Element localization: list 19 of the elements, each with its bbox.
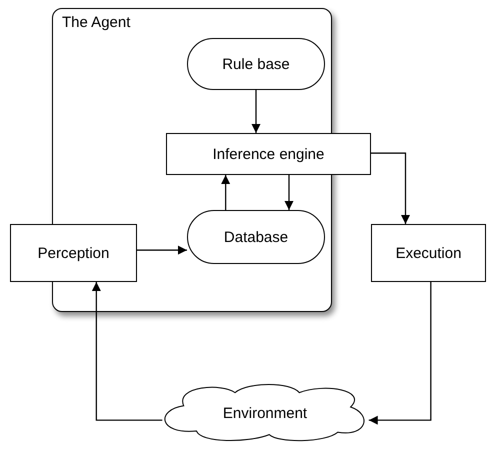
node-label: Perception <box>38 244 110 262</box>
arrow <box>284 175 294 210</box>
rule-base-node <box>187 38 325 90</box>
arrow <box>252 90 260 133</box>
arrow <box>371 152 410 224</box>
process-box <box>371 224 486 282</box>
node-label: Rule base <box>222 56 290 72</box>
arrow <box>368 282 432 425</box>
node-label: Inference engine <box>212 146 324 162</box>
process-box <box>166 133 371 175</box>
arrow <box>137 246 187 255</box>
database-node <box>187 210 325 264</box>
process-box <box>10 224 137 282</box>
node-label: Execution <box>396 244 462 262</box>
node-label: Database <box>224 228 288 246</box>
node-label: Environment <box>222 404 308 422</box>
arrow <box>221 175 230 210</box>
arrow <box>92 282 162 421</box>
container-heading: The Agent <box>62 14 130 31</box>
